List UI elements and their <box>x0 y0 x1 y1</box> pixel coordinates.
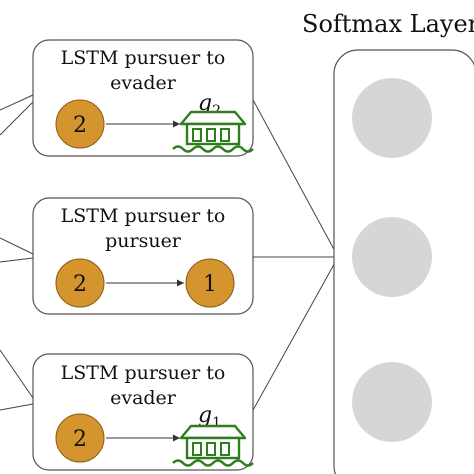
pursuer-agent-label: 2 <box>73 272 87 297</box>
lstm-box-title-line1: LSTM pursuer to <box>61 362 226 384</box>
goal-label-base: g <box>198 91 212 116</box>
softmax-layer: Softmax Layer <box>302 10 474 474</box>
lstm-box-title-line2: pursuer <box>105 230 182 252</box>
box-to-softmax-edges <box>251 97 338 413</box>
lstm-box-title-line1: LSTM pursuer to <box>61 205 226 227</box>
house-goal-icon <box>172 110 254 153</box>
box-softmax-edge <box>251 97 338 256</box>
house-goal-icon <box>172 424 254 467</box>
incoming-edge <box>0 94 34 111</box>
lstm-box-title-line2: evader <box>110 387 177 409</box>
lstm-box-title-line2: evader <box>110 72 177 94</box>
incoming-edge <box>0 349 34 399</box>
pursuer-agent-node <box>55 413 105 463</box>
pursuer-agent-label: 2 <box>73 427 87 452</box>
softmax-layer-title: Softmax Layer <box>302 10 474 38</box>
lstm-box-pursuer-to-evader-1: LSTM pursuer to evader 2 g2 <box>32 39 254 157</box>
softmax-neuron <box>352 78 432 158</box>
lstm-box-pursuer-to-pursuer: LSTM pursuer to pursuer 2 1 <box>32 197 254 315</box>
box-softmax-edge <box>251 258 338 413</box>
softmax-neuron <box>352 217 432 297</box>
incoming-edge <box>0 101 34 136</box>
pursuer-agent-node <box>55 258 105 308</box>
softmax-neuron <box>352 362 432 442</box>
target-pursuer-label: 1 <box>203 272 217 297</box>
target-pursuer-node <box>185 258 235 308</box>
pursuer-agent-node <box>55 99 105 149</box>
incoming-edge <box>0 257 34 263</box>
goal-label-base: g <box>198 403 212 428</box>
incoming-edge <box>0 403 34 411</box>
goal-label: g1 <box>198 403 221 431</box>
incoming-edges <box>0 94 34 411</box>
lstm-box-pursuer-to-evader-2: LSTM pursuer to evader 2 g1 <box>32 353 254 471</box>
incoming-edge <box>0 237 34 255</box>
lstm-box-title-line1: LSTM pursuer to <box>61 47 226 69</box>
pursuer-agent-label: 2 <box>73 113 87 138</box>
goal-label-subscript: 1 <box>212 415 221 431</box>
